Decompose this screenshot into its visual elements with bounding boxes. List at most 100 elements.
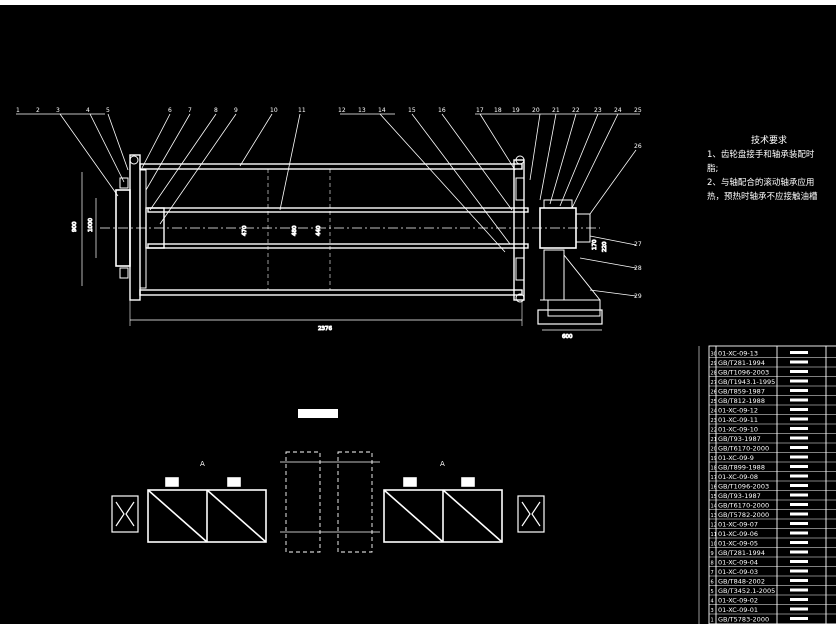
bom-row-no: 3 (711, 608, 714, 614)
left-end-plate (129, 154, 141, 301)
bom-row-code: 01-XC-09-9 (718, 454, 754, 462)
bom-row-desc (790, 370, 808, 373)
bom-row-desc (790, 360, 808, 364)
bom-row-code: GB/T6170-2000 (718, 502, 769, 510)
bom-row-desc (790, 398, 808, 402)
left-hub (115, 189, 131, 267)
bom-row-code: GB/T281-1994 (718, 549, 765, 557)
leader (149, 113, 217, 211)
dim-overall: 2376 (318, 326, 332, 332)
left-bolt-top (119, 177, 129, 189)
leader (145, 113, 191, 191)
leader (579, 257, 637, 269)
bom-row-desc (790, 493, 808, 497)
bom-row-desc (790, 408, 808, 411)
bom-row-no: 12 (711, 523, 717, 529)
shaft-bottom (147, 243, 529, 249)
bottom-frame-view (111, 477, 545, 543)
leader (549, 113, 577, 205)
leader (589, 289, 637, 297)
leader (529, 113, 541, 181)
bom-row-code: GB/T5783-2000 (718, 616, 769, 624)
balloon-number: 9 (234, 107, 238, 114)
bom-row-no: 29 (711, 361, 717, 367)
bom-row-desc (790, 598, 808, 601)
bom-row-no: 23 (711, 418, 717, 424)
bom-row-no: 22 (711, 428, 717, 434)
balloon-number: 28 (634, 265, 642, 272)
bom-row-no: 20 (711, 447, 717, 453)
balloon-number: 11 (298, 107, 306, 114)
balloon-number: 6 (168, 107, 172, 114)
bottom-view-title-block (298, 409, 338, 418)
leader (141, 113, 171, 169)
bom-row-code: 01-XC-09-02 (718, 597, 758, 605)
bom-row-desc (790, 351, 808, 354)
bom-row-desc (790, 579, 808, 582)
bom-row-code: GB/T93-1987 (718, 492, 761, 500)
bom-row-desc (790, 389, 808, 392)
bom-row-desc (790, 541, 808, 544)
bom-row-desc (790, 446, 808, 449)
balloon-number: 16 (438, 107, 446, 114)
bom-row-code: 01-XC-09-04 (718, 559, 758, 567)
leader (479, 113, 516, 171)
bom-row-code: 01-XC-09-07 (718, 521, 758, 529)
left-wheel-symbol (115, 501, 135, 527)
balloon-number: 5 (106, 107, 110, 114)
dim-right-1: 170 (592, 239, 598, 250)
balloon-number: 8 (214, 107, 218, 114)
bom-row-no: 17 (711, 475, 717, 481)
bom-row-no: 21 (711, 437, 717, 443)
bom-row-code: 01-XC-09-13 (718, 350, 758, 358)
leader (159, 113, 237, 225)
bom-row-code: 01-XC-09-05 (718, 540, 758, 548)
bom-row-desc (790, 436, 808, 440)
bom-row-code: GB/T1096-2003 (718, 369, 769, 377)
leader (279, 113, 301, 211)
bom-row-code: 01-XC-09-01 (718, 606, 758, 614)
bom-row-code: GB/T93-1987 (718, 435, 761, 443)
leader (239, 113, 273, 167)
right-wheel-block (517, 495, 545, 533)
bom-row-no: 11 (711, 532, 717, 538)
right-bearing-top (515, 177, 525, 201)
support-column (543, 249, 565, 301)
bom-row-no: 10 (711, 542, 717, 548)
bom-row-no: 24 (711, 409, 717, 415)
balloon-number: 24 (614, 107, 622, 114)
leader (559, 113, 599, 207)
technical-notes: 技术要求 1、齿轮盘接手和轴承装配时 脂; 2、与轴配合的滚动轴承应用 热，预热… (707, 134, 836, 204)
balloon-number: 26 (634, 143, 642, 150)
leader (379, 113, 506, 253)
bom-row-desc (790, 522, 808, 525)
bom-row-desc (790, 512, 808, 516)
bom-row-desc (790, 484, 808, 487)
right-end-plate (513, 159, 525, 301)
gearbox-cap (543, 199, 573, 209)
left-wheel-block (111, 495, 139, 533)
bom-row-desc (790, 550, 808, 554)
track-left (285, 451, 321, 553)
balloon-number: 18 (494, 107, 502, 114)
bom-table (698, 345, 836, 624)
label-block (165, 477, 179, 487)
dim-right-2: 220 (602, 241, 608, 252)
dim-left-1: 900 (72, 221, 78, 232)
balloon-number: 15 (408, 107, 416, 114)
bom-row-no: 7 (711, 570, 714, 576)
bom-row-desc (790, 455, 808, 459)
bom-row-code: GB/T899-1988 (718, 464, 765, 472)
label-a-right: A (440, 460, 445, 468)
label-block (227, 477, 241, 487)
balloon-number: 7 (188, 107, 192, 114)
bom-row-desc (790, 617, 808, 620)
bolt-circle (129, 155, 139, 165)
truss-brace (383, 489, 444, 543)
bom-row-desc (790, 465, 808, 468)
leader (571, 113, 619, 209)
bom-row-code: 01-XC-09-03 (718, 568, 758, 576)
bom-row-desc (790, 588, 808, 592)
leader (107, 113, 129, 171)
